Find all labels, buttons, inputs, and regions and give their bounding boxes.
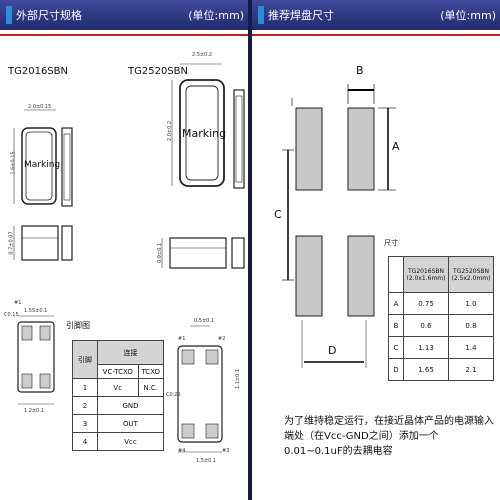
land-pattern-drawing	[282, 84, 396, 368]
size-row-v1: 1.13	[403, 336, 449, 359]
a-corner-dim: C0.15	[4, 312, 19, 318]
panel-separator	[248, 0, 252, 500]
a-width-dim: 2.0±0.15	[28, 104, 52, 110]
size-row-key: D	[388, 358, 404, 381]
a-thick-dim: 0.7±0.07	[8, 231, 15, 255]
b-pad-gap-dim: 1.5±0.1	[196, 458, 217, 464]
b-height-dim: 2.0±0.2	[167, 120, 174, 142]
right-header-rule	[252, 34, 500, 36]
b-pad-w-dim: 0.5±0.1	[194, 318, 215, 324]
right-header-bar: 推荐焊盘尺寸 (单位:mm)	[252, 0, 500, 30]
header-stripe-icon	[258, 6, 264, 24]
size-col2-sub: (2.5x2.0mm)	[451, 274, 491, 282]
size-row-key: B	[388, 314, 404, 337]
size-row-v1: 0.75	[403, 292, 449, 315]
a-pad-w-dim: 1.55±0.1	[24, 308, 48, 314]
size-table: TG2016SBN (2.0x1.6mm) TG2520SBN (2.5x2.0…	[388, 256, 494, 381]
right-header-title: 推荐焊盘尺寸	[268, 9, 334, 22]
pin-cell: 3	[72, 414, 98, 433]
pin-table: 引脚 连接 VC-TCXO TCXO 1 Vc N.C. 2 GND 3 OUT…	[72, 340, 164, 451]
size-table-title: 尺寸	[384, 239, 398, 247]
pin-col-header: 引脚	[72, 340, 98, 379]
size-row-v2: 1.4	[448, 336, 494, 359]
header-stripe-icon	[6, 6, 12, 24]
outline-dimensions-panel: 外部尺寸规格 (单位:mm) TG2016SBN TG2520SBN 2.0±0…	[0, 0, 248, 500]
size-col1-sub: (2.0x1.6mm)	[406, 274, 446, 282]
vctcxo-cell: Vc	[97, 378, 139, 397]
vctcxo-cell: Vcc	[97, 432, 164, 451]
pad-label-a: A	[392, 140, 400, 153]
vctcxo-col-header: VC-TCXO	[97, 364, 139, 379]
size-table-corner	[388, 256, 404, 293]
left-header-rule	[0, 34, 248, 36]
size-row-v1: 1.65	[403, 358, 449, 381]
b-pin2-label: #2	[218, 336, 226, 342]
pin-table-title: 引脚图	[66, 321, 90, 330]
size-col2-name: TG2520SBN	[453, 267, 489, 275]
vctcxo-cell: OUT	[97, 414, 164, 433]
pin-cell: 4	[72, 432, 98, 451]
a-height-dim: 1.6±0.15	[10, 151, 17, 175]
model-a-label: TG2016SBN	[8, 66, 68, 77]
size-row-v2: 0.8	[448, 314, 494, 337]
size-col1-name: TG2016SBN	[408, 267, 444, 275]
recommended-land-pattern-panel: 推荐焊盘尺寸 (单位:mm) B A C D 尺寸 TG2016SBN (2.0…	[252, 0, 500, 500]
b-pin4-label: #4	[178, 448, 186, 454]
b-width-dim: 2.5±0.2	[192, 52, 213, 58]
size-col1-header: TG2016SBN (2.0x1.6mm)	[403, 256, 449, 293]
b-thick-dim: 0.9±0.1	[157, 242, 164, 264]
model-b-label: TG2520SBN	[128, 66, 188, 77]
size-col2-header: TG2520SBN (2.5x2.0mm)	[448, 256, 494, 293]
right-header-unit: (单位:mm)	[440, 9, 496, 22]
size-row-key: A	[388, 292, 404, 315]
b-pin1-label: #1	[178, 336, 186, 342]
tcxo-cell: N.C.	[137, 378, 164, 397]
conn-col-header: 连接	[97, 340, 164, 365]
b-marking-text: Marking	[182, 127, 227, 140]
vctcxo-cell: GND	[97, 396, 164, 415]
b-corner-dim: C0.25	[166, 392, 181, 398]
a-pin1-label: #1	[14, 300, 22, 306]
left-header-bar: 外部尺寸规格 (单位:mm)	[0, 0, 248, 30]
size-row-v2: 1.0	[448, 292, 494, 315]
b-pin3-label: #3	[222, 448, 230, 454]
left-header-unit: (单位:mm)	[188, 9, 244, 22]
pad-label-b: B	[356, 64, 364, 77]
pin-cell: 2	[72, 396, 98, 415]
a-pad-gap-dim: 1.2±0.1	[24, 408, 45, 414]
size-row-v1: 0.6	[403, 314, 449, 337]
pad-label-c: C	[274, 208, 282, 221]
size-row-v2: 2.1	[448, 358, 494, 381]
b-side-dim: 1.1±0.1	[235, 368, 242, 390]
tcxo-col-header: TCXO	[137, 364, 164, 379]
decoupling-note: 为了维持稳定运行，在接近晶体产品的电源输入端处（在Vcc-GND之间）添加一个0…	[284, 416, 494, 457]
pin-cell: 1	[72, 378, 98, 397]
size-row-key: C	[388, 336, 404, 359]
outline-drawings	[13, 63, 245, 453]
a-marking-text: Marking	[24, 160, 61, 170]
pad-label-d: D	[328, 344, 337, 357]
left-header-title: 外部尺寸规格	[16, 9, 82, 22]
